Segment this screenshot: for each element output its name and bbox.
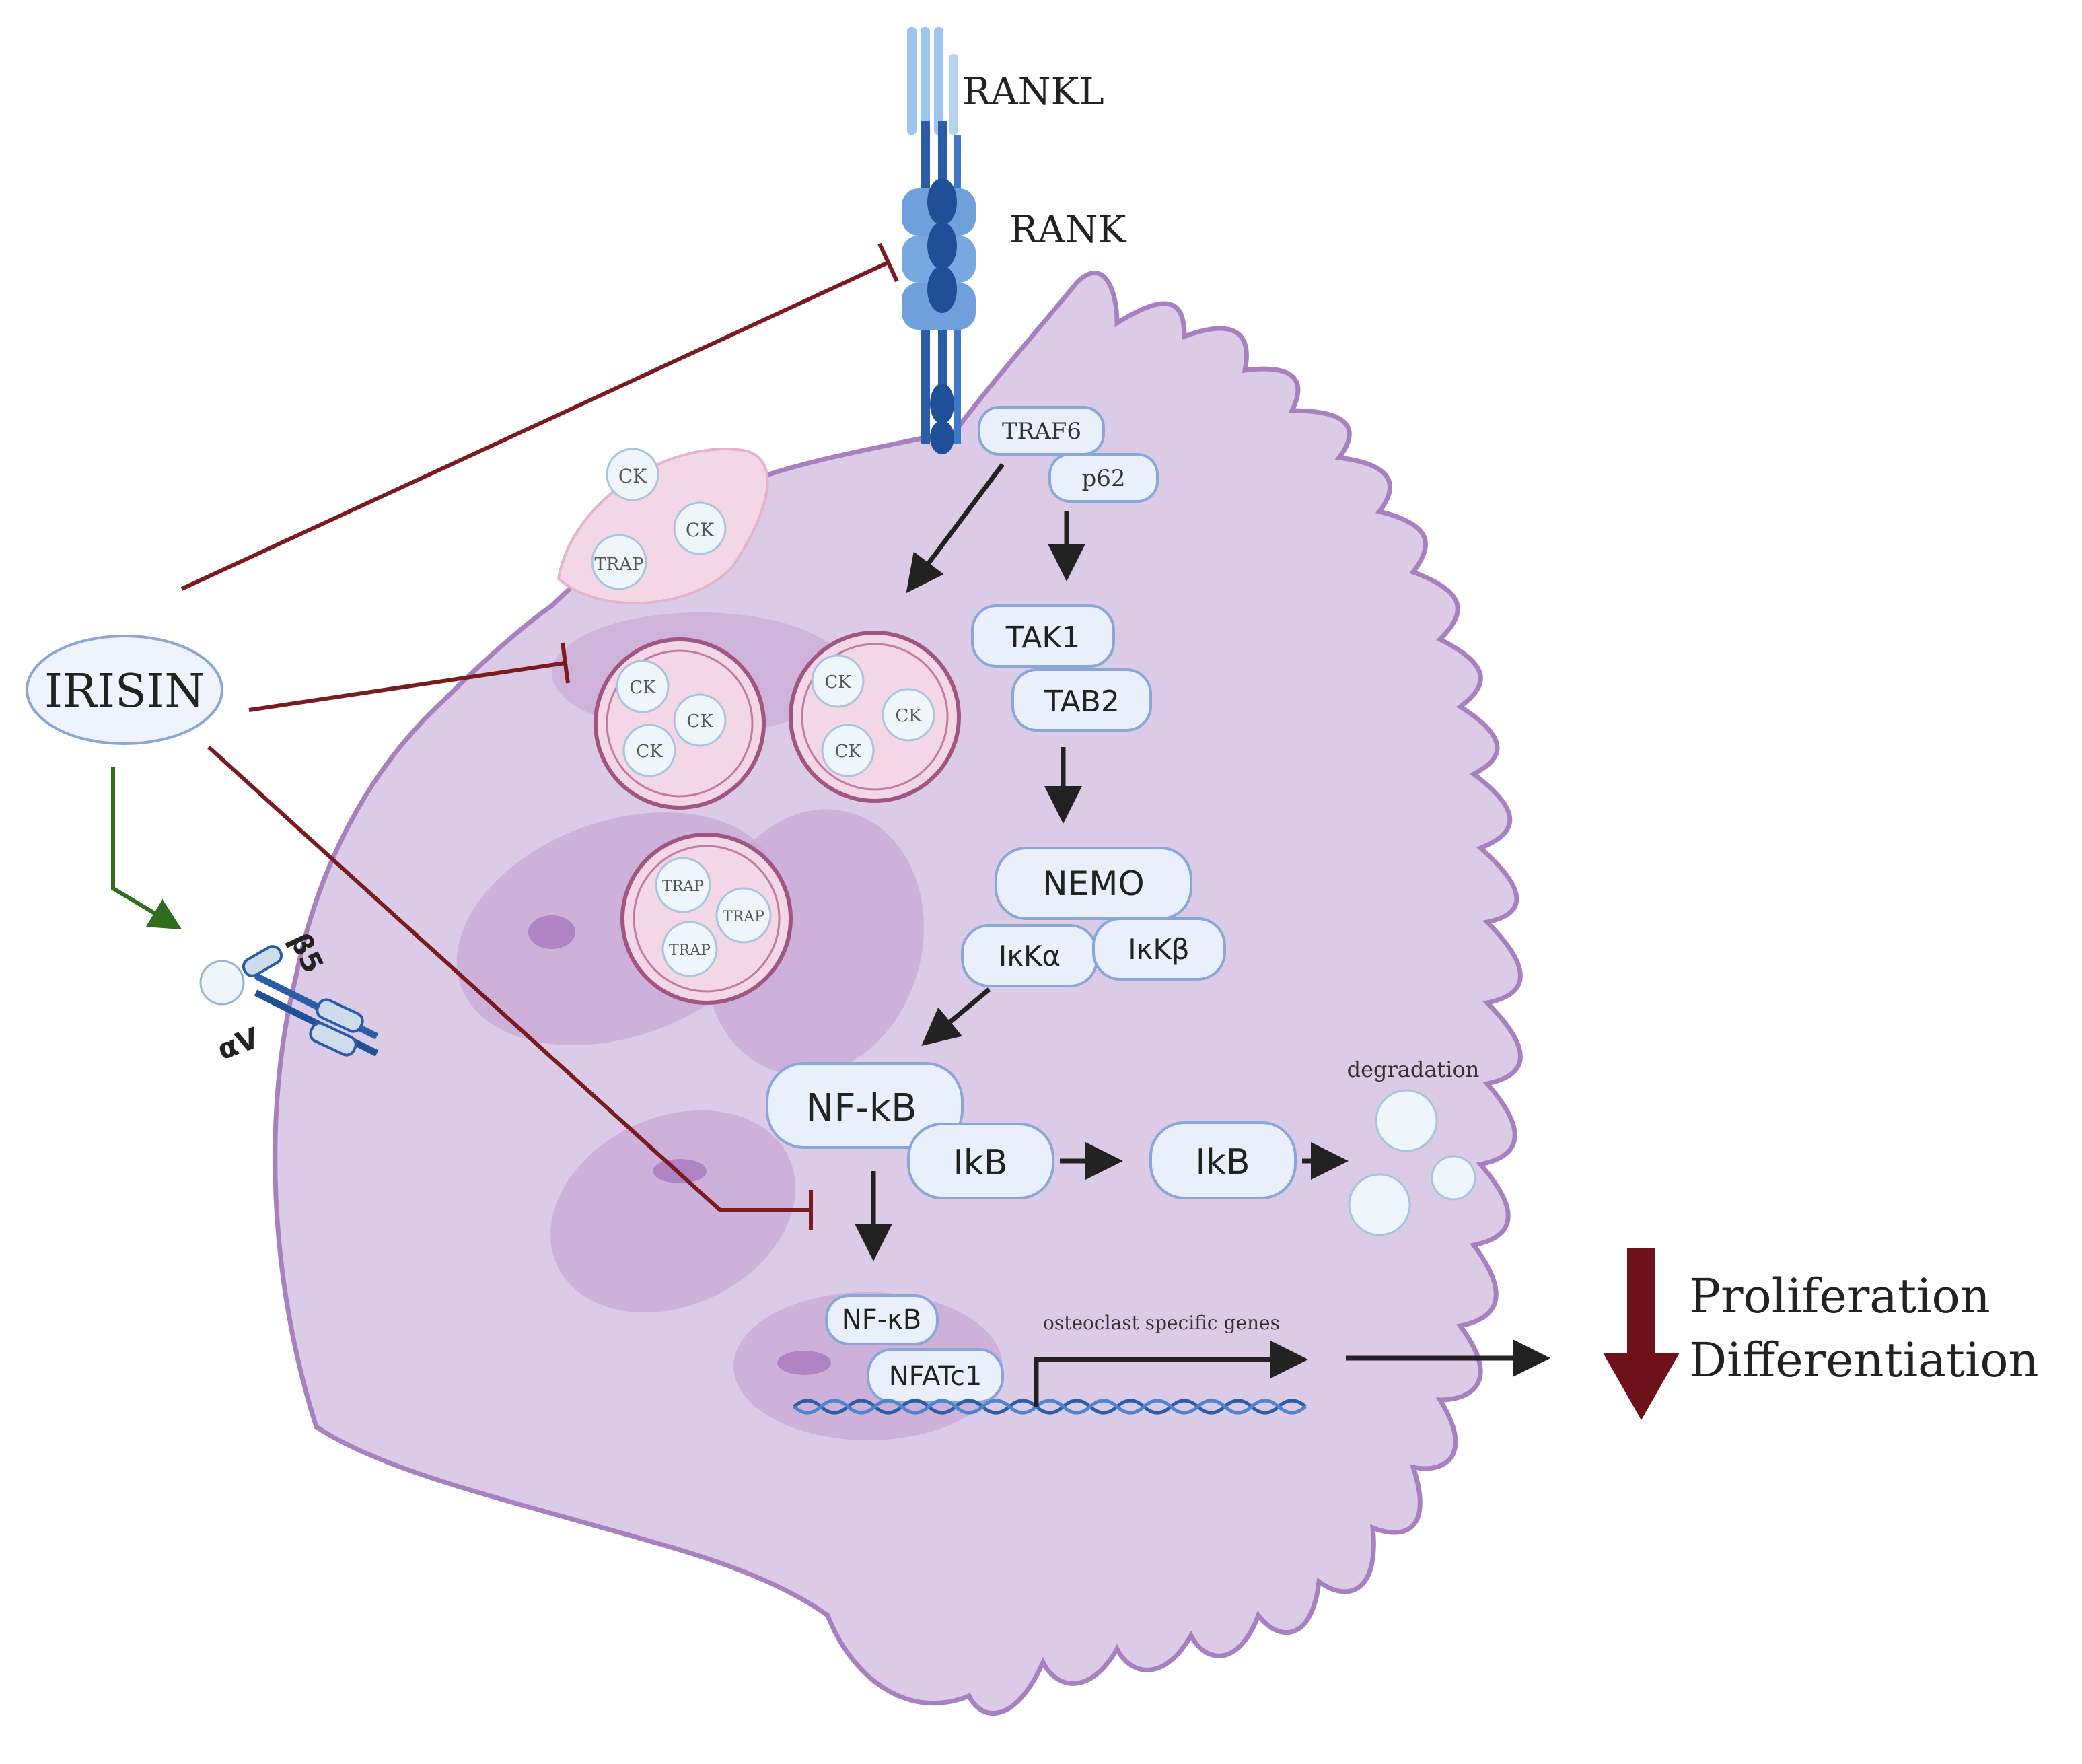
traf6-box (978, 406, 1105, 456)
ck-granule (673, 501, 727, 555)
irisin-node (26, 635, 223, 745)
decrease-arrow-icon (1603, 1248, 1680, 1420)
degradation-fragment (1348, 1173, 1411, 1236)
nemo-label: NEMO (1042, 864, 1145, 903)
ikkb-label: IκKβ (1128, 933, 1190, 966)
ck-label: CK (834, 742, 861, 762)
rank-label: RANK (1009, 208, 1127, 252)
genes-label: osteoclast specific genes (1043, 1312, 1280, 1334)
transcription-arrow (1034, 1341, 1308, 1407)
degradation-fragment (1375, 1089, 1438, 1152)
nfatc1-label: NFATc1 (889, 1361, 982, 1392)
tab2-box (1011, 668, 1152, 732)
trap-granule (591, 534, 647, 590)
tak1-label: TAK1 (1005, 621, 1080, 655)
integrin-receptor-icon (199, 945, 379, 1057)
ikkb-box (1092, 917, 1226, 981)
ck-label: CK (686, 519, 715, 541)
ck-label: CK (618, 465, 647, 487)
rankl-label: RANKL (962, 70, 1104, 114)
lysosome-ck-2: CK CK CK (789, 631, 961, 803)
nfkb-cytoplasm-box (766, 1062, 964, 1149)
trap-label: TRAP (723, 909, 764, 925)
inhibit-lysosomes (248, 642, 570, 712)
nfkb-nucleus-label: NF-κB (842, 1304, 921, 1335)
nfkb-nucleus-box (825, 1294, 939, 1345)
ck-label: CK (895, 706, 922, 726)
ikb-bound-box (907, 1123, 1054, 1199)
arrow-traf6-to-vesicles (906, 462, 1005, 594)
tak1-box (971, 604, 1115, 668)
ikb-free-label: IkB (1195, 1142, 1250, 1183)
ck-label: CK (686, 711, 713, 732)
degradation-label: degradation (1347, 1057, 1480, 1082)
ck-label: CK (636, 742, 663, 762)
nemo-box (995, 847, 1192, 920)
nucleolus (777, 1351, 831, 1375)
ikb-free-box (1149, 1121, 1297, 1199)
arrow-ikk-to-nfkb (921, 987, 991, 1046)
outcome-proliferation: Proliferation (1689, 1269, 1990, 1324)
nucleus (550, 1110, 796, 1313)
dna-helix-icon (793, 1399, 1307, 1415)
rankl-rank-receptor-icon (902, 27, 976, 454)
ikka-label: IκKα (999, 940, 1061, 973)
lysosome-trap: TRAP TRAP TRAP (620, 833, 793, 1005)
p62-box (1048, 453, 1159, 503)
nucleolus (528, 915, 575, 949)
activation-to-integrin (111, 767, 182, 930)
ck-label: CK (629, 678, 656, 698)
ck-label: CK (824, 672, 851, 693)
degradation-fragment (1431, 1155, 1476, 1201)
ikb-bound-label: IkB (953, 1143, 1007, 1183)
inhibit-nuclear-translocation (207, 745, 813, 1230)
p62-label: p62 (1081, 465, 1125, 492)
trap-label: TRAP (669, 942, 711, 959)
traf6-label: TRAF6 (1002, 418, 1081, 445)
trap-label: TRAP (662, 878, 704, 895)
alphav-label: αV (213, 1021, 264, 1066)
tab2-label: TAB2 (1044, 684, 1120, 719)
outcome-differentiation: Differentiation (1689, 1333, 2039, 1388)
nfkb-cytoplasm-label: NF-kB (805, 1086, 917, 1130)
inhibit-rank (180, 242, 899, 591)
irisin-label: IRISIN (44, 665, 205, 718)
lysosome-ck-1: CK CK CK (594, 637, 766, 810)
ck-granule (606, 448, 659, 501)
trap-label: TRAP (594, 555, 643, 575)
